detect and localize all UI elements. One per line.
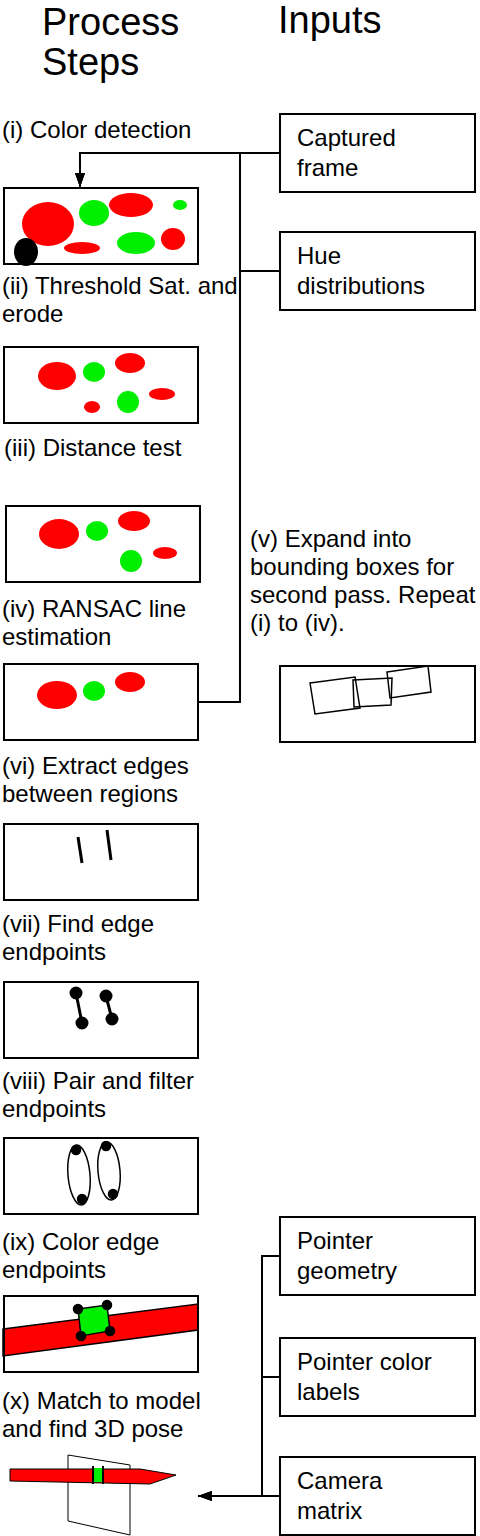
node-text: (ix) Color edge endpoints xyxy=(2,1228,238,1284)
colored-pointer-band xyxy=(3,1301,198,1357)
bounding-boxes xyxy=(310,666,431,714)
region-edges xyxy=(78,830,111,863)
column-header: Inputs xyxy=(278,0,468,40)
flow-arrow xyxy=(198,1377,279,1496)
step-frame xyxy=(3,663,199,741)
input-box: Pointer color labels xyxy=(279,1337,476,1417)
flow-arrow xyxy=(198,1256,279,1496)
node-text: (v) Expand into bounding boxes for secon… xyxy=(250,525,476,637)
threshold-blobs xyxy=(38,353,175,413)
step-frame xyxy=(3,346,199,424)
node-text: Hue distributions xyxy=(297,241,454,301)
step-frame xyxy=(3,187,199,265)
process-step: (ix) Color edge endpoints xyxy=(2,1228,238,1284)
step-frame xyxy=(3,1137,199,1215)
node-text: (iii) Distance test xyxy=(4,434,194,462)
process-step: (ii) Threshold Sat. and erode xyxy=(2,272,242,328)
node-text: (vi) Extract edges between regions xyxy=(2,752,238,808)
node-text: Pointer color labels xyxy=(297,1347,454,1407)
input-box: Hue distributions xyxy=(279,231,476,311)
ransac-blobs xyxy=(37,672,145,709)
process-step: (i) Color detection xyxy=(2,116,252,144)
process-step: (vii) Find edge endpoints xyxy=(2,910,238,966)
flow-arrow xyxy=(198,1495,279,1497)
node-text: (ii) Threshold Sat. and erode xyxy=(2,272,242,328)
input-box: Pointer geometry xyxy=(279,1216,476,1296)
node-text: (x) Match to model and find 3D pose xyxy=(2,1387,247,1443)
node-text: (viii) Pair and filter endpoints xyxy=(2,1067,202,1123)
step-frame xyxy=(3,981,199,1059)
edge-endpoints xyxy=(71,988,117,1028)
process-step: (viii) Pair and filter endpoints xyxy=(2,1067,202,1123)
step-frame xyxy=(279,665,476,743)
node-text: (vii) Find edge endpoints xyxy=(2,910,238,966)
flow-arrow xyxy=(80,153,279,187)
pointer-3d-pose xyxy=(10,1455,176,1535)
color-detection-blobs xyxy=(14,193,187,266)
column-header: Process Steps xyxy=(42,2,262,82)
process-step: (iii) Distance test xyxy=(4,434,194,462)
node-text: (i) Color detection xyxy=(2,116,252,144)
step-frame xyxy=(5,505,201,583)
step-frame xyxy=(3,823,199,901)
process-step: (iv) RANSAC line estimation xyxy=(2,595,234,651)
input-box: Captured frame xyxy=(279,113,476,193)
process-step: (x) Match to model and find 3D pose xyxy=(2,1387,247,1443)
node-text: Captured frame xyxy=(297,123,454,183)
node-text: Pointer geometry xyxy=(297,1226,454,1286)
process-step: (v) Expand into bounding boxes for secon… xyxy=(250,525,476,637)
step-frame xyxy=(3,1295,199,1373)
node-text: Camera matrix xyxy=(297,1466,454,1526)
paired-endpoints xyxy=(65,1141,122,1206)
node-text: (iv) RANSAC line estimation xyxy=(2,595,234,651)
flow-arrow xyxy=(80,153,279,271)
input-box: Camera matrix xyxy=(279,1456,476,1536)
distance-test-blobs xyxy=(39,511,177,572)
step-frame xyxy=(8,1450,198,1535)
process-step: (vi) Extract edges between regions xyxy=(2,752,238,808)
